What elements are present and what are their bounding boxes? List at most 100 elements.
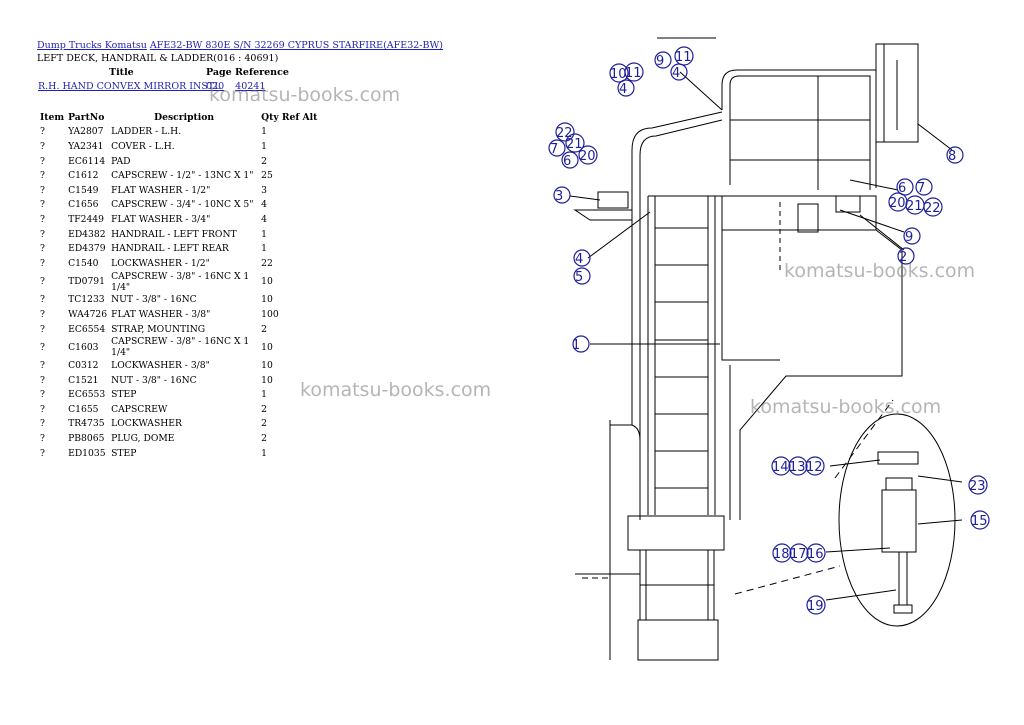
cell-partno: ED4382 (68, 228, 106, 240)
cell-partno: WA4726 (68, 308, 108, 320)
svg-text:14: 14 (772, 460, 789, 475)
svg-text:20: 20 (579, 149, 596, 164)
callout-2[interactable]: 2 (897, 247, 915, 265)
column-header-description: Description (154, 111, 215, 123)
cell-qty: 3 (261, 184, 267, 196)
callout-17[interactable]: 17 (789, 543, 809, 563)
callout-20-right[interactable]: 20 (888, 192, 908, 212)
svg-text:12: 12 (806, 460, 823, 475)
reference-page-links: 020 40241 (206, 81, 265, 92)
callout-4[interactable]: 4 (573, 249, 591, 267)
reference-title-link[interactable]: R.H. HAND CONVEX MIRROR INSTL (38, 81, 221, 92)
callout-16[interactable]: 16 (806, 543, 826, 563)
callout-22[interactable]: 22 (555, 122, 575, 142)
breadcrumb-model-link[interactable]: AFE32-BW 830E S/N 32269 CYPRUS STARFIRE(… (149, 40, 443, 51)
cell-partno: C1549 (68, 184, 99, 196)
cell-qty: 2 (261, 433, 267, 445)
callout-21-right[interactable]: 21 (905, 195, 925, 215)
callout-12[interactable]: 12 (805, 456, 825, 476)
cell-qty: 1 (261, 447, 267, 459)
svg-text:9: 9 (905, 230, 913, 245)
cell-description: STRAP, MOUNTING (111, 323, 206, 335)
callout-18[interactable]: 18 (772, 543, 792, 563)
callout-20[interactable]: 20 (578, 145, 598, 165)
callout-5[interactable]: 5 (573, 267, 591, 285)
callout-10[interactable]: 10 (609, 63, 629, 83)
cell-item: ? (40, 155, 45, 167)
cell-partno: YA2341 (68, 140, 104, 152)
svg-text:7: 7 (550, 142, 558, 157)
cell-qty: 4 (261, 199, 267, 211)
cell-item: ? (40, 294, 45, 306)
cell-qty: 22 (261, 257, 273, 269)
callout-6[interactable]: 6 (561, 151, 579, 169)
cell-partno: C1521 (68, 374, 99, 386)
cell-partno: TC1233 (68, 294, 105, 306)
svg-text:21: 21 (566, 137, 583, 152)
callout-15[interactable]: 15 (970, 510, 990, 530)
callout-4-top[interactable]: 4 (670, 63, 688, 81)
callout-22-right[interactable]: 22 (923, 197, 943, 217)
callout-19[interactable]: 19 (806, 595, 826, 615)
svg-text:4: 4 (575, 252, 583, 267)
cell-qty: 1 (261, 140, 267, 152)
callout-3[interactable]: 3 (553, 186, 571, 204)
cell-item: ? (40, 433, 45, 445)
cell-partno: EC6553 (68, 389, 106, 401)
callout-11-top[interactable]: 11 (674, 46, 694, 66)
cell-partno: C1540 (68, 257, 99, 269)
cell-item: ? (40, 184, 45, 196)
svg-text:6: 6 (898, 181, 906, 196)
reference-title-header: Title (109, 67, 134, 78)
callout-9[interactable]: 9 (654, 51, 672, 69)
cell-item: ? (40, 374, 45, 386)
watermark: komatsu-books.com (750, 396, 942, 418)
callout-9-right[interactable]: 9 (903, 227, 921, 245)
svg-text:19: 19 (807, 599, 824, 614)
cell-description: FLAT WASHER - 3/8" (111, 308, 211, 320)
reference-section-link[interactable]: 020 (206, 81, 225, 92)
cell-description: CAPSCREW - 1/2" - 13NC X 1" (111, 170, 254, 182)
cell-item: ? (40, 389, 45, 401)
callout-23[interactable]: 23 (968, 475, 988, 495)
callout-1[interactable]: 1 (572, 335, 590, 353)
breadcrumb-root-link[interactable]: Dump Trucks Komatsu (37, 40, 147, 51)
svg-text:18: 18 (773, 547, 790, 562)
callout-6-right[interactable]: 6 (896, 178, 914, 196)
cell-item: ? (40, 199, 45, 211)
cell-description: CAPSCREW (111, 403, 168, 415)
watermark: komatsu-books.com (209, 84, 401, 106)
reference-row: R.H. HAND CONVEX MIRROR INSTL (38, 81, 221, 92)
callout-14[interactable]: 14 (771, 456, 791, 476)
svg-text:6: 6 (563, 154, 571, 169)
svg-text:17: 17 (790, 547, 807, 562)
callout-21[interactable]: 21 (565, 133, 585, 153)
reference-page-link[interactable]: 40241 (235, 81, 266, 92)
callout-7-right[interactable]: 7 (915, 178, 933, 196)
callout-8[interactable]: 8 (946, 146, 964, 164)
cell-partno: C1612 (68, 170, 99, 182)
cell-item: ? (40, 228, 45, 240)
callout-13[interactable]: 13 (788, 456, 808, 476)
cell-description: COVER - L.H. (111, 140, 175, 152)
callout-7[interactable]: 7 (548, 139, 566, 157)
callout-11[interactable]: 11 (624, 62, 644, 82)
svg-text:9: 9 (656, 54, 664, 69)
callout-4-left[interactable]: 4 (617, 79, 635, 97)
cell-description: FLAT WASHER - 3/4" (111, 213, 211, 225)
cell-item: ? (40, 418, 45, 430)
cell-qty: 10 (261, 341, 273, 353)
parts-table: Item PartNo Description Qty Ref Alt ?YA2… (38, 110, 319, 460)
cell-description: LOCKWASHER - 1/2" (111, 257, 210, 269)
column-header-qty: Qty Ref Alt (261, 111, 318, 123)
cell-qty: 1 (261, 389, 267, 401)
